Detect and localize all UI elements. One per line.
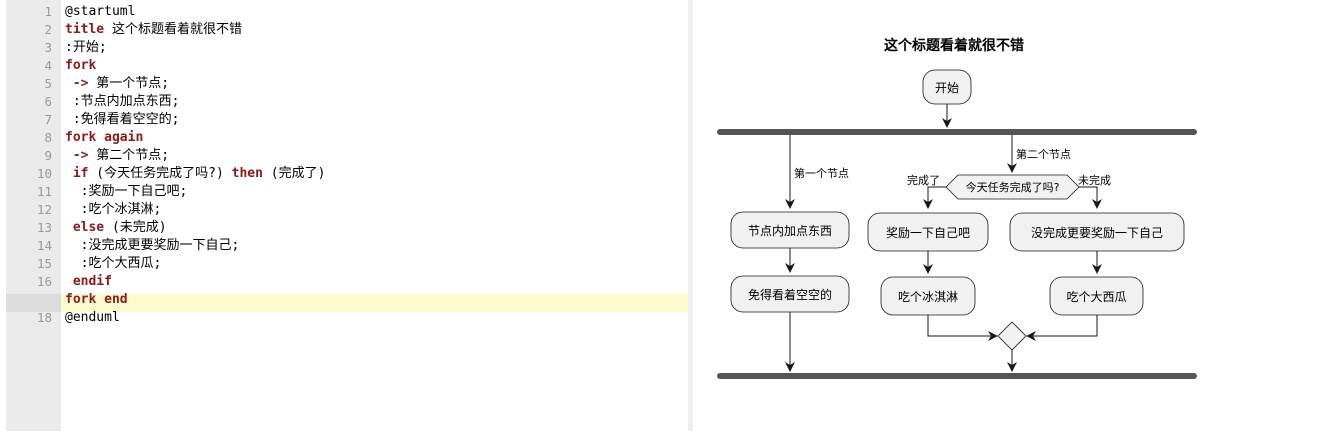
- code-line[interactable]: -> 第一个节点;: [65, 75, 169, 93]
- code-text: :奖励一下自己吧;: [65, 184, 188, 199]
- code-editor[interactable]: 123456789101112131415161718 @startumltit…: [0, 0, 688, 431]
- no-label: 未完成: [1078, 173, 1111, 187]
- activity-diagram: 这个标题看着就很不错 开始 第一个节点 节点内加点东西 免得看着空空的 第二个节…: [717, 37, 1197, 379]
- code-text: 这个标题看着就很不错: [104, 22, 242, 37]
- line-number: 15: [36, 256, 52, 271]
- code-keyword: fork end: [65, 292, 128, 307]
- code-keyword: fork again: [65, 130, 144, 145]
- active-line-highlight: [61, 294, 688, 312]
- code-text: (未完成): [104, 220, 167, 235]
- line-number: 8: [44, 130, 52, 145]
- code-text: (今天任务完成了吗?): [88, 166, 232, 181]
- code-keyword: endif: [65, 274, 112, 289]
- code-keyword: fork: [65, 58, 97, 73]
- yes-label: 完成了: [907, 173, 940, 187]
- line-number: 7: [44, 112, 52, 127]
- branch1-label: 第一个节点: [794, 166, 849, 180]
- decision-label: 今天任务完成了吗?: [966, 180, 1060, 194]
- node-add-label: 节点内加点东西: [748, 224, 832, 238]
- code-line[interactable]: :吃个大西瓜;: [65, 255, 162, 273]
- node-reward-more-label: 没完成更要奖励一下自己: [1031, 225, 1163, 240]
- line-number: 14: [36, 238, 52, 253]
- merge-node: [997, 321, 1027, 351]
- diagram-preview: 这个标题看着就很不错 开始 第一个节点 节点内加点东西 免得看着空空的 第二个节…: [693, 0, 1319, 431]
- code-text: 第一个节点;: [88, 76, 170, 91]
- arrow-watermelon-merge: [1026, 315, 1098, 341]
- active-line-gutter: [6, 294, 61, 312]
- line-number: 2: [44, 22, 52, 37]
- line-number: 1: [44, 4, 52, 19]
- code-line[interactable]: fork: [65, 57, 96, 75]
- line-number: 16: [36, 274, 52, 289]
- code-line[interactable]: @startuml: [65, 3, 135, 21]
- code-line[interactable]: :免得看着空空的;: [65, 111, 180, 129]
- start-node-label: 开始: [935, 81, 959, 95]
- join-bar: [717, 373, 1197, 379]
- code-line[interactable]: if (今天任务完成了吗?) then (完成了): [65, 165, 326, 183]
- code-text: @enduml: [65, 310, 120, 325]
- node-icecream-label: 吃个冰淇淋: [898, 290, 958, 304]
- arrow-icecream-merge: [927, 315, 998, 341]
- code-text: :没完成更要奖励一下自己;: [65, 238, 240, 253]
- code-text: :开始;: [65, 40, 107, 55]
- branch2-label: 第二个节点: [1016, 147, 1071, 161]
- line-number-gutter: 123456789101112131415161718: [6, 0, 61, 431]
- code-line[interactable]: :奖励一下自己吧;: [65, 183, 188, 201]
- code-text: 第二个节点;: [88, 148, 170, 163]
- code-text: @startuml: [65, 4, 136, 19]
- line-number: 4: [44, 58, 52, 73]
- code-keyword: title: [65, 22, 105, 37]
- arrow-yes: [923, 186, 946, 209]
- code-line[interactable]: title 这个标题看着就很不错: [65, 21, 242, 39]
- code-line[interactable]: -> 第二个节点;: [65, 147, 169, 165]
- code-keyword: else: [65, 220, 105, 235]
- code-line[interactable]: @enduml: [65, 309, 120, 327]
- code-keyword: then: [231, 166, 263, 181]
- node-watermelon-label: 吃个大西瓜: [1066, 290, 1126, 304]
- code-text: :节点内加点东西;: [65, 94, 180, 109]
- code-line[interactable]: endif: [65, 273, 112, 291]
- code-text: (完成了): [262, 166, 326, 181]
- code-line[interactable]: :开始;: [65, 39, 107, 57]
- fork-bar: [717, 129, 1197, 135]
- line-number: 13: [36, 220, 52, 235]
- line-number: 9: [44, 148, 52, 163]
- line-number: 11: [36, 184, 52, 199]
- line-number: 12: [36, 202, 52, 217]
- arrow-no: [1079, 186, 1102, 209]
- code-keyword: ->: [65, 76, 89, 91]
- code-line[interactable]: fork again: [65, 129, 143, 147]
- node-empty-label: 免得看着空空的: [748, 287, 832, 302]
- code-text: :吃个大西瓜;: [65, 256, 162, 271]
- code-line[interactable]: fork end: [65, 291, 128, 309]
- line-number: 3: [44, 40, 52, 55]
- line-number: 6: [44, 94, 52, 109]
- code-line[interactable]: :吃个冰淇淋;: [65, 201, 162, 219]
- code-text: :吃个冰淇淋;: [65, 202, 162, 217]
- code-line[interactable]: else (未完成): [65, 219, 167, 237]
- diagram-title: 这个标题看着就很不错: [884, 37, 1024, 54]
- code-line[interactable]: :节点内加点东西;: [65, 93, 180, 111]
- line-number: 10: [36, 166, 52, 181]
- code-text: :免得看着空空的;: [65, 112, 180, 127]
- node-reward-label: 奖励一下自己吧: [886, 226, 970, 240]
- code-line[interactable]: :没完成更要奖励一下自己;: [65, 237, 240, 255]
- code-keyword: if: [65, 166, 89, 181]
- code-keyword: ->: [65, 148, 89, 163]
- line-number: 5: [44, 76, 52, 91]
- pane-splitter[interactable]: [688, 0, 693, 431]
- line-number: 18: [36, 310, 52, 325]
